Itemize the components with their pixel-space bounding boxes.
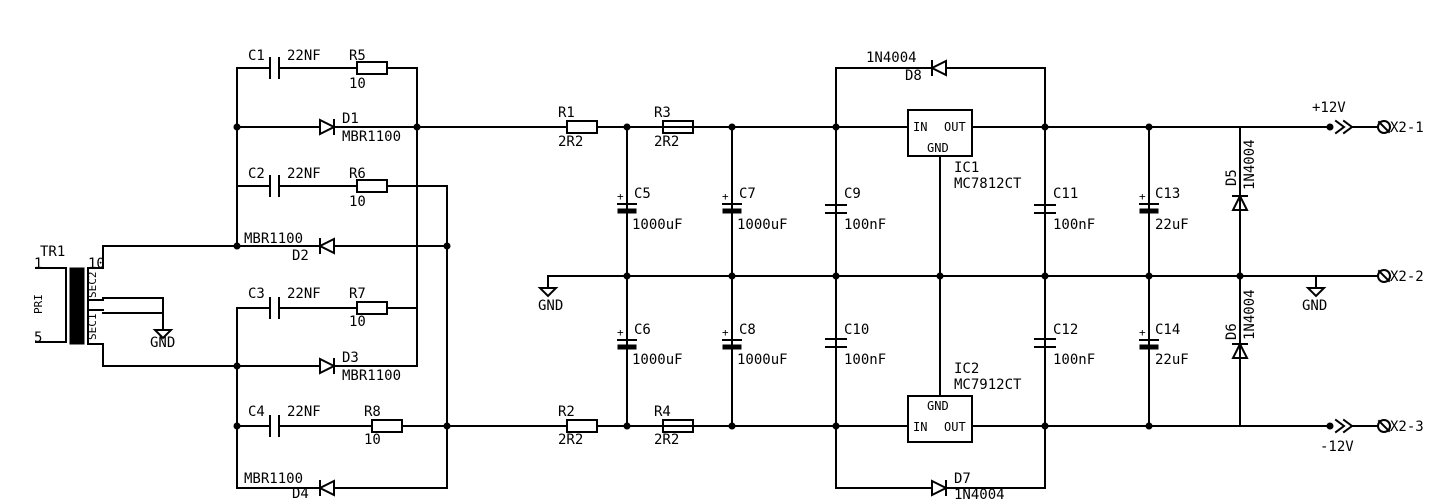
d5-value: 1N4004 <box>1242 139 1258 190</box>
r6-name: R6 <box>349 166 366 182</box>
c1-value: 22NF <box>287 48 321 64</box>
c3-value: 22NF <box>287 286 321 302</box>
d8-value: 1N4004 <box>866 50 917 66</box>
d3-name: D3 <box>342 350 359 366</box>
d2-name: D2 <box>292 248 309 264</box>
r4-name: R4 <box>654 404 671 420</box>
svg-text:+: + <box>722 190 729 203</box>
connector-x2-2: X2-2 <box>1390 269 1424 285</box>
d4-name: D4 <box>292 486 309 502</box>
c3-name: C3 <box>248 286 265 302</box>
svg-text:+: + <box>617 326 624 339</box>
d1-name: D1 <box>342 111 359 127</box>
r2-value: 2R2 <box>558 432 583 448</box>
ic2-out: OUT <box>944 420 966 434</box>
ic1-gnd: GND <box>927 141 949 155</box>
c14-value: 22uF <box>1155 352 1189 368</box>
transformer-tr1: TR1 1 5 10 PRI SEC2 SEC1 GND <box>32 244 238 367</box>
tr1-pin1: 1 <box>34 256 42 272</box>
filter-section: GND R1 2R2 R3 2R2 R2 2R2 R4 2R2 + C5 100… <box>537 105 1379 448</box>
gnd-label-tr: GND <box>150 335 175 351</box>
ic2-name: IC2 <box>954 361 979 377</box>
r5-value: 10 <box>349 76 366 92</box>
r8-value: 10 <box>364 432 381 448</box>
c11-value: 100nF <box>1053 217 1095 233</box>
connector-x2-3: X2-3 <box>1390 419 1424 435</box>
c13-value: 22uF <box>1155 217 1189 233</box>
output-pos-label: +12V <box>1312 100 1346 116</box>
r3-name: R3 <box>654 105 671 121</box>
output-neg-label: -12V <box>1320 439 1354 455</box>
d4-value: MBR1100 <box>244 471 303 487</box>
c2-name: C2 <box>248 166 265 182</box>
c10-name: C10 <box>844 322 869 338</box>
c6-value: 1000uF <box>632 352 683 368</box>
svg-text:+: + <box>1139 190 1146 203</box>
d2-value: MBR1100 <box>244 231 303 247</box>
r3-value: 2R2 <box>654 134 679 150</box>
c10-value: 100nF <box>844 352 886 368</box>
r5-name: R5 <box>349 48 366 64</box>
c11-name: C11 <box>1053 186 1078 202</box>
ic1-in: IN <box>913 120 927 134</box>
c9-value: 100nF <box>844 217 886 233</box>
c1-name: C1 <box>248 48 265 64</box>
tr1-sec2: SEC2 <box>86 272 99 299</box>
tr1-pin10: 10 <box>88 256 105 272</box>
r6-value: 10 <box>349 194 366 210</box>
gnd-label-right: GND <box>1302 298 1327 314</box>
tr1-label: TR1 <box>40 244 65 260</box>
tr1-pin5: 5 <box>34 330 42 346</box>
d8-name: D8 <box>905 68 922 84</box>
d6-name: D6 <box>1224 323 1240 340</box>
d6-value: 1N4004 <box>1242 289 1258 340</box>
connector-x2-1: X2-1 <box>1390 120 1424 136</box>
r4-value: 2R2 <box>654 432 679 448</box>
ic2-in: IN <box>913 420 927 434</box>
gnd-label-left: GND <box>538 298 563 314</box>
c5-name: C5 <box>634 186 651 202</box>
d7-name: D7 <box>954 471 971 487</box>
c8-value: 1000uF <box>737 352 788 368</box>
ic1-out: OUT <box>944 120 966 134</box>
ic1-value: MC7812CT <box>954 176 1022 192</box>
r2-name: R2 <box>558 404 575 420</box>
bridge-rectifier: C1 22NF R5 10 D1 MBR1100 C2 22NF R6 10 M… <box>233 48 628 502</box>
ic2-value: MC7912CT <box>954 377 1022 393</box>
output-section: GND + C13 22uF + C14 22uF D5 1N4004 D6 1… <box>1139 100 1424 455</box>
ic1-name: IC1 <box>954 160 979 176</box>
c13-name: C13 <box>1155 186 1180 202</box>
r7-name: R7 <box>349 286 366 302</box>
d5-name: D5 <box>1224 169 1240 186</box>
tr1-pri: PRI <box>32 294 45 314</box>
c6-name: C6 <box>634 322 651 338</box>
tr1-sec1: SEC1 <box>86 314 99 341</box>
r1-value: 2R2 <box>558 134 583 150</box>
r1-name: R1 <box>558 105 575 121</box>
c12-name: C12 <box>1053 322 1078 338</box>
c14-name: C14 <box>1155 322 1180 338</box>
c9-name: C9 <box>844 186 861 202</box>
d1-value: MBR1100 <box>342 129 401 145</box>
c4-value: 22NF <box>287 404 321 420</box>
r7-value: 10 <box>349 314 366 330</box>
r8-name: R8 <box>364 404 381 420</box>
c12-value: 100nF <box>1053 352 1095 368</box>
svg-text:+: + <box>722 326 729 339</box>
svg-text:+: + <box>617 190 624 203</box>
c5-value: 1000uF <box>632 217 683 233</box>
c7-name: C7 <box>739 186 756 202</box>
c2-value: 22NF <box>287 166 321 182</box>
ic2-gnd: GND <box>927 399 949 413</box>
d3-value: MBR1100 <box>342 368 401 384</box>
d7-value: 1N4004 <box>954 487 1005 503</box>
c8-name: C8 <box>739 322 756 338</box>
regulator-section: 1N4004 D8 D7 1N4004 IN OUT GND IC1 MC781… <box>825 50 1095 503</box>
c4-name: C4 <box>248 404 265 420</box>
c7-value: 1000uF <box>737 217 788 233</box>
svg-text:+: + <box>1139 326 1146 339</box>
